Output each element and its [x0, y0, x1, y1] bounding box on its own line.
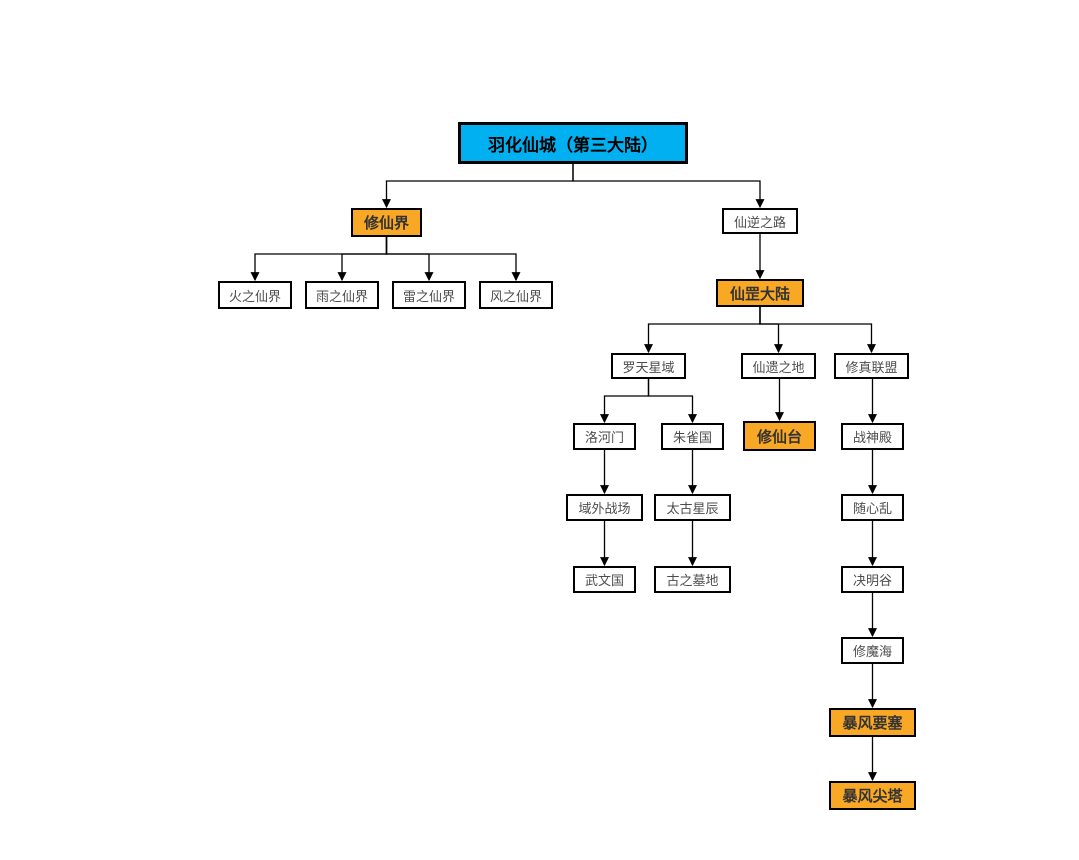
node-luotian[interactable]: 罗天星域	[611, 353, 686, 379]
connector-xiangang-xiuzhen	[759, 307, 876, 354]
connector-xiuxianjie-feng	[385, 237, 521, 282]
node-jianta[interactable]: 暴风尖塔	[829, 781, 916, 810]
node-xiuxianjie[interactable]: 修仙界	[351, 208, 422, 237]
node-xiuxiantai[interactable]: 修仙台	[743, 421, 816, 451]
node-zhanshen[interactable]: 战神殿	[841, 423, 904, 450]
node-label: 仙遗之地	[752, 359, 805, 375]
node-guzhimu[interactable]: 古之墓地	[654, 566, 731, 593]
connector-root-xiuxianjie	[382, 164, 574, 209]
node-label: 雨之仙界	[315, 288, 368, 304]
node-yu[interactable]: 雨之仙界	[305, 281, 379, 309]
node-label: 域外战场	[578, 501, 631, 516]
node-label: 暴风尖塔	[842, 788, 903, 805]
node-label: 随心乱	[852, 501, 892, 516]
connector-xiangang-xianyi	[759, 307, 783, 354]
node-suixin[interactable]: 随心乱	[841, 494, 904, 521]
node-label: 修魔海	[852, 644, 892, 659]
node-label: 仙逆之路	[733, 214, 786, 230]
node-jueming[interactable]: 决明谷	[841, 566, 904, 593]
node-label: 太古星辰	[666, 501, 719, 516]
node-yuwai[interactable]: 域外战场	[566, 494, 643, 521]
node-taigu[interactable]: 太古星辰	[654, 494, 731, 521]
node-label: 火之仙界	[228, 288, 281, 304]
node-luohemen[interactable]: 洛河门	[573, 423, 636, 450]
connector-xiuxianjie-huo	[250, 237, 388, 282]
node-label: 武文国	[584, 573, 624, 588]
node-label: 古之墓地	[666, 573, 719, 588]
node-yaosai[interactable]: 暴风要塞	[829, 708, 916, 737]
node-xiumo[interactable]: 修魔海	[841, 637, 904, 664]
node-zhuque[interactable]: 朱雀国	[661, 423, 724, 450]
node-label: 仙罡大陆	[729, 285, 790, 303]
node-xianni[interactable]: 仙逆之路	[722, 208, 798, 234]
connector-luotian-luohemen	[600, 379, 650, 424]
node-feng[interactable]: 风之仙界	[479, 281, 553, 309]
node-root[interactable]: 羽化仙城（第三大陆）	[458, 122, 688, 164]
node-label: 暴风要塞	[842, 715, 903, 732]
connector-root-xianni	[572, 164, 765, 209]
node-lei[interactable]: 雷之仙界	[392, 281, 466, 309]
node-label: 风之仙界	[489, 288, 542, 304]
node-wuwen[interactable]: 武文国	[573, 566, 636, 593]
node-label: 罗天星域	[622, 359, 675, 375]
node-xiangang[interactable]: 仙罡大陆	[716, 279, 804, 307]
node-label: 修仙界	[363, 215, 409, 232]
node-label: 洛河门	[584, 430, 624, 445]
node-label: 修真联盟	[845, 359, 898, 375]
connector-luotian-zhuque	[647, 379, 697, 424]
node-label: 羽化仙城（第三大陆）	[488, 135, 658, 155]
connector-xiangang-luotian	[644, 307, 761, 354]
node-label: 修仙台	[756, 428, 802, 446]
node-label: 雷之仙界	[402, 288, 455, 304]
node-label: 朱雀国	[672, 430, 712, 445]
connector-xiuxianjie-lei	[385, 237, 434, 282]
node-xiuzhen[interactable]: 修真联盟	[834, 353, 909, 379]
node-label: 决明谷	[852, 573, 892, 588]
connector-xiuxianjie-yu	[337, 237, 388, 282]
node-label: 战神殿	[852, 430, 892, 445]
node-xianyi[interactable]: 仙遗之地	[741, 353, 816, 379]
node-huo[interactable]: 火之仙界	[218, 281, 292, 309]
